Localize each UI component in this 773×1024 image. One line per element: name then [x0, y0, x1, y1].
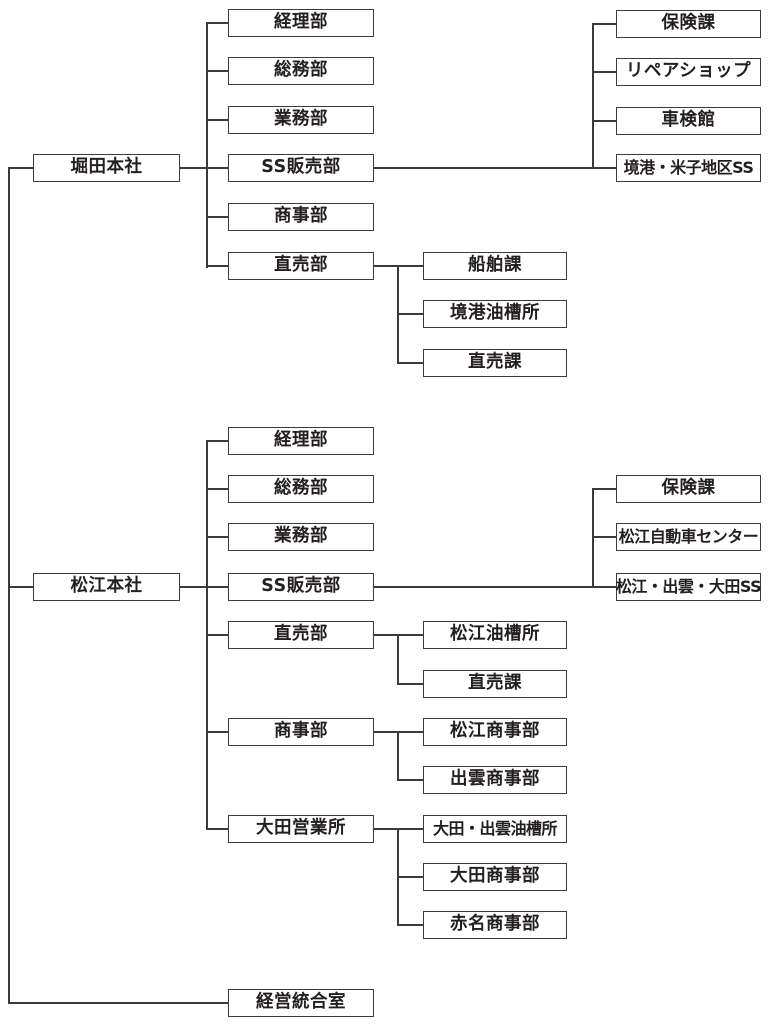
- connector-line: [397, 313, 423, 315]
- org-node-matsue-ss-hanbaibu: SS販売部: [228, 573, 374, 601]
- connector-line: [374, 167, 616, 169]
- connector-line: [397, 924, 423, 926]
- connector-line: [592, 488, 594, 588]
- connector-line: [592, 23, 594, 169]
- connector-line: [206, 70, 228, 72]
- org-node-matsue-jidousha-center: 松江自動車センター: [616, 523, 761, 551]
- org-node-hotta-hokenka: 保険課: [616, 10, 761, 38]
- org-node-hotta-keiribu: 経理部: [228, 9, 374, 37]
- connector-line: [206, 440, 228, 442]
- connector-line: [206, 265, 228, 267]
- org-node-hotta-shoujibu: 商事部: [228, 203, 374, 231]
- org-node-matsue-soumubu: 総務部: [228, 475, 374, 503]
- connector-line: [397, 876, 423, 878]
- connector-line: [8, 586, 33, 588]
- connector-line: [397, 362, 423, 364]
- connector-line: [397, 731, 399, 781]
- org-node-hotta-chokubaika: 直売課: [423, 349, 567, 377]
- org-node-hotta-gyoumubu: 業務部: [228, 106, 374, 134]
- connector-line: [206, 22, 228, 24]
- connector-line: [206, 488, 228, 490]
- org-node-akana-shoujibu: 赤名商事部: [423, 911, 567, 939]
- org-node-matsue-chokubaibu: 直売部: [228, 621, 374, 649]
- org-node-matsue-yusousho: 松江油槽所: [423, 621, 567, 649]
- org-node-sakaiminato-yusousho: 境港油槽所: [423, 300, 567, 328]
- org-node-senpakuka: 船舶課: [423, 252, 567, 280]
- org-node-matsue-keiribu: 経理部: [228, 427, 374, 455]
- connector-line: [397, 683, 423, 685]
- org-node-sakaiminato-yonago-ss: 境港・米子地区SS: [616, 154, 761, 182]
- connector-line: [592, 23, 616, 25]
- org-node-hotta-ss-hanbaibu: SS販売部: [228, 154, 374, 182]
- connector-line: [206, 731, 228, 733]
- connector-line: [397, 634, 399, 685]
- connector-line: [206, 634, 228, 636]
- org-node-hotta-honsha: 堀田本社: [33, 154, 180, 182]
- connector-line: [592, 71, 616, 73]
- org-node-matsue-gyoumubu: 業務部: [228, 523, 374, 551]
- org-node-oda-izumo-yusousho: 大田・出雲油槽所: [423, 815, 567, 843]
- org-node-matsue-izumo-oda-ss: 松江・出雲・大田SS: [616, 573, 762, 601]
- connector-line: [206, 22, 208, 268]
- connector-line: [206, 536, 228, 538]
- connector-line: [180, 167, 228, 169]
- org-node-matsue-honsha: 松江本社: [33, 573, 180, 601]
- connector-line: [592, 488, 616, 490]
- connector-line: [8, 167, 10, 1004]
- org-node-oda-eigyousho: 大田営業所: [228, 815, 374, 843]
- org-node-shakenkan: 車検館: [616, 107, 761, 135]
- org-node-matsue-shouji: 松江商事部: [423, 718, 567, 746]
- connector-line: [206, 828, 228, 830]
- org-node-matsue-hokenka: 保険課: [616, 475, 761, 503]
- connector-line: [180, 586, 228, 588]
- connector-line: [397, 779, 423, 781]
- connector-line: [206, 119, 228, 121]
- org-node-hotta-soumubu: 総務部: [228, 57, 374, 85]
- org-node-izumo-shouji: 出雲商事部: [423, 766, 567, 794]
- connector-line: [592, 120, 616, 122]
- connector-line: [206, 216, 228, 218]
- org-node-oda-shoujibu: 大田商事部: [423, 863, 567, 891]
- connector-line: [374, 586, 616, 588]
- connector-line: [8, 1002, 228, 1004]
- org-node-matsue-chokubaika: 直売課: [423, 670, 567, 698]
- org-node-repair-shop: リペアショップ: [616, 58, 761, 86]
- org-node-hotta-chokubaibu: 直売部: [228, 252, 374, 280]
- org-node-keiei-tougoushitsu: 経営統合室: [228, 989, 374, 1017]
- org-node-matsue-shoujibu: 商事部: [228, 718, 374, 746]
- connector-line: [592, 536, 616, 538]
- connector-line: [8, 167, 33, 169]
